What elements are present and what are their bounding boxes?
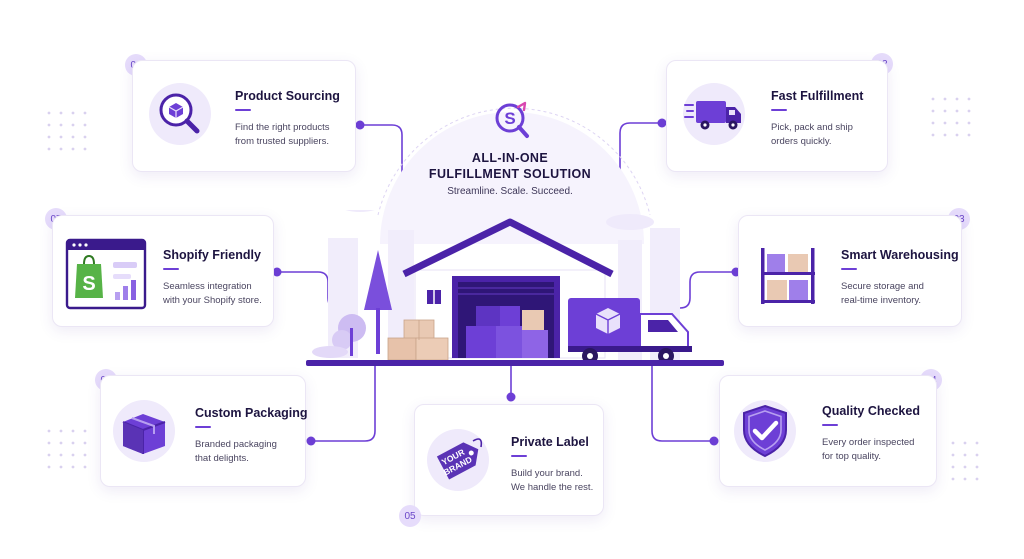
hub-halo	[380, 112, 644, 244]
step-title: Fast Fulfillment	[771, 89, 864, 103]
shopify-browser-icon: S	[65, 238, 147, 310]
warehouse-shelf-icon	[761, 248, 815, 304]
card-private-label[interactable]: YOUR BRAND Private Label Build your bran…	[414, 404, 604, 516]
warehouse-scene-illustration	[306, 210, 724, 366]
magnifier-box-icon	[159, 93, 200, 134]
title-underline	[511, 455, 527, 457]
dot-grid-top-left	[47, 111, 87, 151]
step-title: Product Sourcing	[235, 89, 340, 103]
step-title: Custom Packaging	[195, 406, 308, 420]
connector-06	[310, 365, 376, 442]
s-logo-icon: S	[495, 101, 529, 138]
dot-grid-top-right	[931, 97, 971, 137]
title-underline	[841, 268, 857, 270]
svg-text:S: S	[504, 109, 515, 128]
step-title: Smart Warehousing	[841, 248, 959, 262]
dot-grid-bottom-left	[47, 429, 87, 469]
hub-title-line1: ALL-IN-ONE	[471, 151, 549, 165]
dot-grid-bottom-right	[951, 441, 979, 481]
title-underline	[235, 109, 251, 111]
title-underline	[771, 109, 787, 111]
connector-04	[651, 365, 715, 442]
hub-title: ALL-IN-ONE FULFILLMENT SOLUTION	[400, 150, 620, 182]
title-underline	[163, 268, 179, 270]
step-title: Shopify Friendly	[163, 248, 261, 262]
shield-check-icon	[743, 404, 787, 458]
delivery-truck-icon	[684, 101, 741, 130]
step-title: Quality Checked	[822, 404, 920, 418]
brand-tag-icon: YOUR BRAND	[436, 438, 483, 480]
card-product-sourcing[interactable]: Product Sourcing Find the right products…	[132, 60, 356, 172]
connector-03	[671, 271, 737, 309]
hub-title-line2: FULFILLMENT SOLUTION	[428, 167, 592, 181]
package-box-icon	[122, 414, 166, 454]
svg-text:S: S	[82, 273, 95, 295]
step-badge-05: 05	[399, 505, 421, 527]
step-title: Private Label	[511, 435, 589, 449]
step-description: Build your brand.We handle the rest.	[511, 468, 594, 493]
title-underline	[822, 424, 838, 426]
hub-tagline: Streamline. Scale. Succeed.	[447, 186, 573, 197]
title-underline	[195, 426, 211, 428]
